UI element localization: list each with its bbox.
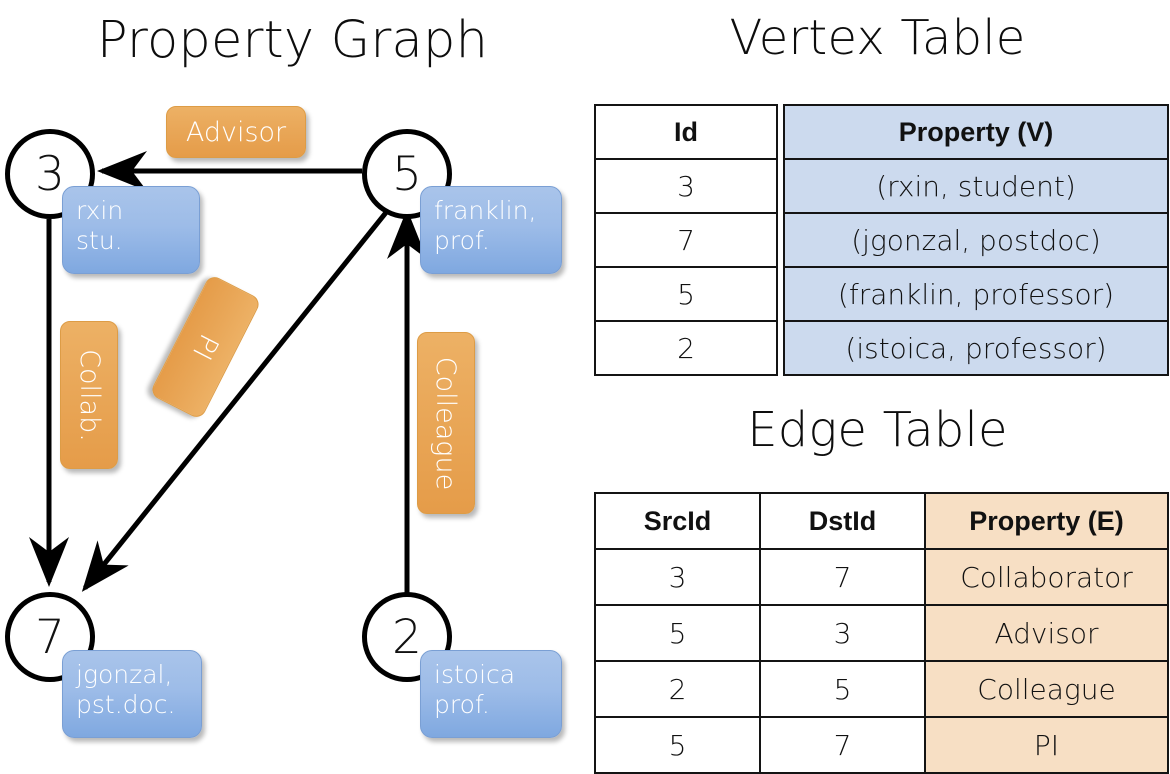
edge-label-collab-text: Collab. bbox=[73, 348, 105, 442]
table-row: 5 7 bbox=[594, 716, 926, 774]
edge-label-advisor-text: Advisor bbox=[185, 116, 287, 148]
edge-cell-src: 2 bbox=[594, 660, 761, 718]
table-row: (istoica, professor) bbox=[783, 320, 1169, 376]
edge-cell-property: Advisor bbox=[924, 604, 1169, 662]
table-row: 5 3 bbox=[594, 604, 926, 662]
edge-cell-dst: 7 bbox=[759, 716, 926, 774]
edge-label-advisor: Advisor bbox=[166, 106, 306, 158]
vertex-cell-property: (istoica, professor) bbox=[783, 320, 1169, 376]
table-row: Collaborator bbox=[924, 548, 1169, 606]
property-graph-panel: Property Graph 3 5 7 2 bbox=[0, 0, 585, 760]
edge-cell-property: PI bbox=[924, 716, 1169, 774]
graph-node-2-label: 2 bbox=[392, 609, 422, 665]
edge-table-src-dst-columns: SrcId DstId 3 7 5 3 2 5 5 7 bbox=[594, 492, 926, 774]
edge-cell-src: 5 bbox=[594, 716, 761, 774]
table-header-row: Property (E) bbox=[924, 492, 1169, 550]
table-row: Colleague bbox=[924, 660, 1169, 718]
page-title-property-graph: Property Graph bbox=[96, 11, 489, 70]
edge-cell-dst: 5 bbox=[759, 660, 926, 718]
table-row: 2 bbox=[594, 320, 778, 376]
edge-cell-dst: 7 bbox=[759, 548, 926, 606]
table-row: 2 5 bbox=[594, 660, 926, 718]
edge-header-dstid: DstId bbox=[759, 492, 926, 550]
edge-cell-property: Colleague bbox=[924, 660, 1169, 718]
vertex-table-property-column: Property (V) (rxin, student) (jgonzal, p… bbox=[783, 104, 1169, 376]
edge-cell-src: 5 bbox=[594, 604, 761, 662]
page-title-vertex-table: Vertex Table bbox=[729, 10, 1026, 66]
vertex-cell-id: 3 bbox=[594, 158, 778, 214]
vertex-cell-property: (franklin, professor) bbox=[783, 266, 1169, 322]
graph-node-7-label: 7 bbox=[35, 609, 65, 665]
edge-header-srcid: SrcId bbox=[594, 492, 761, 550]
vertex-table-id-column: Id 3 7 5 2 bbox=[594, 104, 778, 376]
edge-cell-dst: 3 bbox=[759, 604, 926, 662]
table-row: 3 bbox=[594, 158, 778, 214]
vertex-cell-property: (jgonzal, postdoc) bbox=[783, 212, 1169, 268]
vertex-cell-id: 7 bbox=[594, 212, 778, 268]
table-row: (rxin, student) bbox=[783, 158, 1169, 214]
node-5-property-box: franklin, prof. bbox=[420, 186, 562, 274]
vertex-header-id: Id bbox=[594, 104, 778, 160]
vertex-cell-property: (rxin, student) bbox=[783, 158, 1169, 214]
edge-header-property: Property (E) bbox=[924, 492, 1169, 550]
edge-cell-property: Collaborator bbox=[924, 548, 1169, 606]
vertex-header-property: Property (V) bbox=[783, 104, 1169, 160]
table-row: 5 bbox=[594, 266, 778, 322]
table-row: Advisor bbox=[924, 604, 1169, 662]
node-2-property-box: istoica prof. bbox=[420, 650, 562, 738]
edge-label-colleague: Colleague bbox=[417, 332, 475, 514]
edge-label-colleague-text: Colleague bbox=[430, 356, 462, 490]
table-row: (franklin, professor) bbox=[783, 266, 1169, 322]
node-7-property-box: jgonzal, pst.doc. bbox=[62, 650, 202, 738]
edge-cell-src: 3 bbox=[594, 548, 761, 606]
table-header-row: SrcId DstId bbox=[594, 492, 926, 550]
edge-table-property-column: Property (E) Collaborator Advisor Collea… bbox=[924, 492, 1169, 774]
graph-node-2[interactable]: 2 bbox=[362, 592, 452, 682]
edge-label-pi-text: PI bbox=[186, 329, 225, 365]
table-row: PI bbox=[924, 716, 1169, 774]
table-row: 7 bbox=[594, 212, 778, 268]
table-row: 3 7 bbox=[594, 548, 926, 606]
page-title-edge-table: Edge Table bbox=[747, 402, 1008, 458]
graph-edges bbox=[29, 151, 427, 614]
edge-label-collab: Collab. bbox=[60, 321, 118, 469]
node-3-property-box: rxin stu. bbox=[62, 186, 200, 274]
graph-node-3-label: 3 bbox=[35, 146, 65, 202]
table-row: (jgonzal, postdoc) bbox=[783, 212, 1169, 268]
vertex-cell-id: 5 bbox=[594, 266, 778, 322]
graph-node-5-label: 5 bbox=[392, 146, 422, 202]
table-header-row: Id bbox=[594, 104, 778, 160]
edge-5-to-7-pi bbox=[81, 203, 394, 592]
vertex-cell-id: 2 bbox=[594, 320, 778, 376]
table-header-row: Property (V) bbox=[783, 104, 1169, 160]
